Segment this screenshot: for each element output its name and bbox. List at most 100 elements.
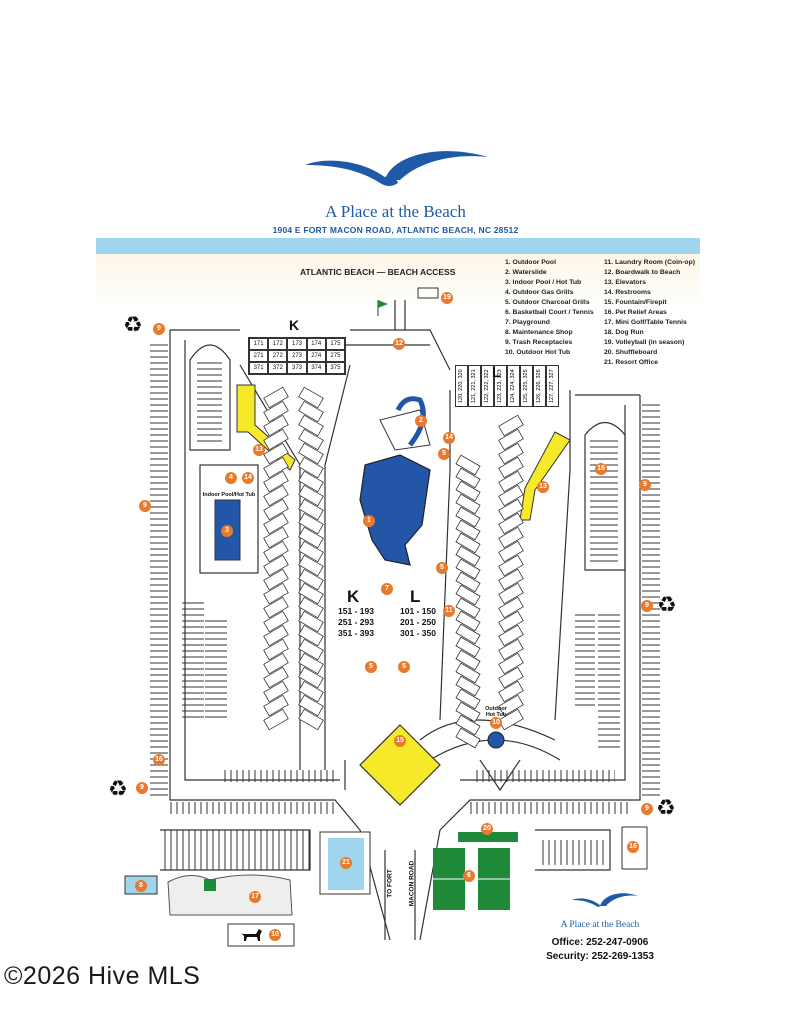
unit-block bbox=[498, 624, 524, 647]
legend-item: 19. Volleyball (in season) bbox=[604, 339, 685, 346]
building-l-top-letter: L bbox=[492, 364, 501, 380]
unit-block bbox=[455, 636, 481, 658]
recycle-icon: ♻ bbox=[657, 592, 677, 617]
unit-label: 273 bbox=[287, 350, 307, 362]
legend-item: 11. Laundry Room (Coin-op) bbox=[604, 259, 696, 266]
marker-trash: 9 bbox=[136, 782, 148, 794]
marker-fountain: 15 bbox=[394, 735, 406, 747]
indoor-pool-label: Indoor Pool/Hot Tub bbox=[202, 492, 256, 498]
legend-item: 1. Outdoor Pool bbox=[505, 259, 556, 266]
unit-block bbox=[298, 694, 324, 717]
marker-mini-golf: 17 bbox=[249, 891, 261, 903]
marker-boardwalk: 12 bbox=[393, 338, 405, 350]
unit-block bbox=[298, 414, 324, 437]
unit-block bbox=[455, 610, 481, 632]
marker-trash: 9 bbox=[153, 323, 165, 335]
unit-block bbox=[455, 519, 481, 541]
contact-logo-text: A Place at the Beach bbox=[560, 920, 640, 930]
unit-range: 351 - 393 bbox=[338, 628, 374, 638]
marker-playground: 7 bbox=[381, 583, 393, 595]
unit-block bbox=[498, 442, 524, 465]
unit-block bbox=[298, 680, 324, 703]
unit-range: 251 - 293 bbox=[338, 617, 374, 627]
unit-label: 373 bbox=[287, 362, 307, 374]
unit-block bbox=[263, 498, 289, 521]
marker-waterslide: 2 bbox=[415, 415, 427, 427]
unit-block bbox=[263, 680, 289, 703]
unit-block bbox=[298, 442, 324, 465]
marker-charcoal-grills: 5 bbox=[438, 448, 450, 460]
unit-block bbox=[263, 666, 289, 689]
unit-block bbox=[455, 558, 481, 580]
unit-label: 374 bbox=[306, 362, 326, 374]
unit-block bbox=[263, 554, 289, 577]
unit-block bbox=[455, 467, 481, 489]
unit-block bbox=[498, 680, 524, 703]
unit-block bbox=[263, 540, 289, 563]
legend-item: 16. Pet Relief Areas bbox=[604, 309, 667, 316]
unit-block bbox=[455, 701, 481, 723]
unit-label: 172 bbox=[268, 338, 288, 350]
unit-block bbox=[263, 582, 289, 605]
marker-laundry: 11 bbox=[443, 605, 455, 617]
unit-block bbox=[455, 688, 481, 710]
unit-block bbox=[498, 610, 524, 633]
unit-block bbox=[263, 442, 289, 465]
building-l-letter: L bbox=[410, 587, 421, 606]
marker-pet-relief: 16 bbox=[153, 754, 165, 766]
legend-item: 8. Maintenance Shop bbox=[505, 329, 573, 336]
unit-block bbox=[498, 596, 524, 619]
unit-block bbox=[498, 456, 524, 479]
legend-item: 5. Outdoor Charcoal Grills bbox=[505, 299, 590, 306]
beach-access-label: ATLANTIC BEACH — BEACH ACCESS bbox=[300, 267, 456, 277]
unit-block bbox=[263, 638, 289, 661]
marker-outdoor-pool: 1 bbox=[363, 515, 375, 527]
legend-item: 15. Fountain/Firepit bbox=[604, 299, 667, 306]
recycle-icon: ♻ bbox=[108, 776, 128, 801]
unit-block bbox=[498, 666, 524, 689]
unit-block bbox=[498, 554, 524, 577]
unit-block bbox=[498, 568, 524, 591]
unit-block bbox=[298, 666, 324, 689]
unit-block bbox=[455, 597, 481, 619]
unit-label: 175 bbox=[325, 338, 345, 350]
unit-block bbox=[455, 662, 481, 684]
marker-charcoal-grills: 5 bbox=[436, 562, 448, 574]
unit-label: 371 bbox=[249, 362, 269, 374]
legend-item: 12. Boardwalk to Beach bbox=[604, 269, 681, 276]
marker-outdoor-hot-tub: 10 bbox=[490, 717, 502, 729]
marker-dog-run: 10 bbox=[269, 929, 281, 941]
unit-block bbox=[498, 652, 524, 675]
unit-block bbox=[455, 584, 481, 606]
marker-trash: 9 bbox=[641, 600, 653, 612]
unit-block bbox=[263, 470, 289, 493]
unit-range: 151 - 193 bbox=[338, 606, 374, 616]
marker-restrooms: 14 bbox=[242, 472, 254, 484]
legend-item: 6. Basketball Court / Tennis bbox=[505, 309, 594, 316]
unit-block bbox=[455, 649, 481, 671]
unit-block bbox=[455, 532, 481, 554]
beach-band bbox=[96, 254, 700, 310]
unit-block bbox=[498, 414, 524, 437]
unit-block bbox=[263, 708, 289, 731]
recycle-icon: ♻ bbox=[123, 312, 143, 337]
unit-range: 301 - 350 bbox=[400, 628, 436, 638]
building-l-ranges: 101 - 150 201 - 250 301 - 350 bbox=[394, 606, 442, 639]
security-phone: Security: 252-269-1353 bbox=[546, 951, 654, 962]
unit-block bbox=[298, 526, 324, 549]
marker-charcoal-grills: 5 bbox=[365, 661, 377, 673]
unit-block bbox=[298, 582, 324, 605]
unit-block bbox=[455, 545, 481, 567]
legend-item: 14. Restrooms bbox=[604, 289, 651, 296]
unit-block bbox=[455, 675, 481, 697]
to-fort-label: TO FORT bbox=[386, 869, 394, 898]
unit-label: 173 bbox=[287, 338, 307, 350]
legend-item: 3. Indoor Pool / Hot Tub bbox=[505, 279, 582, 286]
dog-icon bbox=[241, 929, 262, 941]
unit-range: 201 - 250 bbox=[400, 617, 436, 627]
unit-block bbox=[263, 652, 289, 675]
unit-block bbox=[263, 484, 289, 507]
unit-block bbox=[498, 512, 524, 535]
unit-block bbox=[263, 386, 289, 409]
unit-block bbox=[498, 484, 524, 507]
